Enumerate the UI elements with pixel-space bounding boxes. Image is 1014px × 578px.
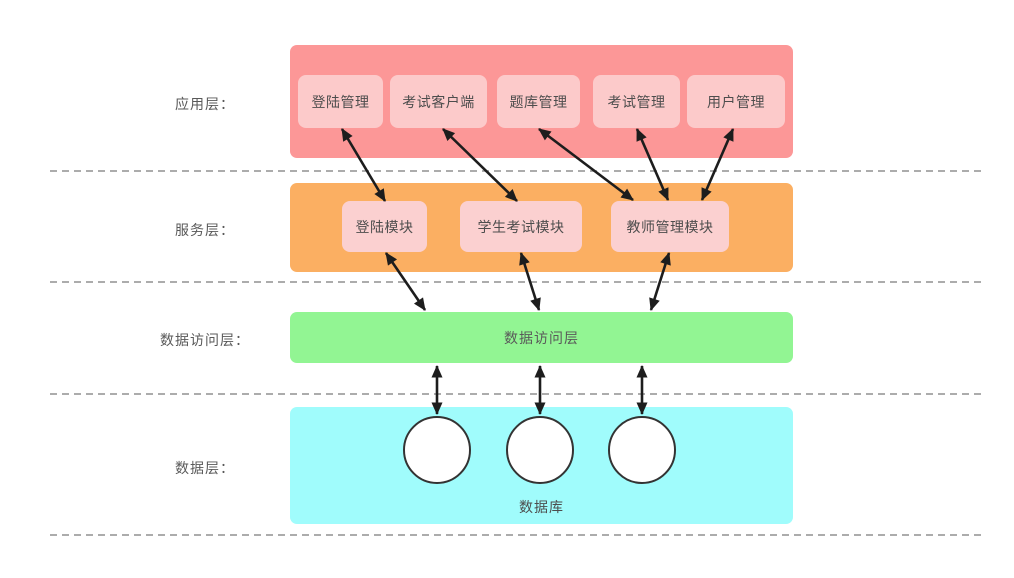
application-layer-band: 登陆管理 考试客户端 题库管理 考试管理 用户管理 <box>290 45 793 158</box>
database-circle <box>506 416 574 484</box>
data-access-band-text: 数据访问层 <box>504 329 579 346</box>
box-login-management: 登陆管理 <box>298 75 383 128</box>
data-access-layer-band: 数据访问层 <box>290 312 793 363</box>
box-teacher-management-module: 教师管理模块 <box>611 201 729 252</box>
box-exam-client: 考试客户端 <box>390 75 487 128</box>
database-caption: 数据库 <box>519 499 564 515</box>
data-layer-band: 数据库 <box>290 407 793 524</box>
label-service-layer: 服务层： <box>175 222 235 238</box>
label-data-layer: 数据层： <box>175 460 235 476</box>
box-user-management: 用户管理 <box>687 75 785 128</box>
box-login-module: 登陆模块 <box>342 201 427 252</box>
box-question-bank-management: 题库管理 <box>497 75 580 128</box>
label-application-layer: 应用层： <box>175 96 235 112</box>
service-layer-band: 登陆模块 学生考试模块 教师管理模块 <box>290 183 793 272</box>
box-student-exam-module: 学生考试模块 <box>460 201 582 252</box>
box-exam-management: 考试管理 <box>593 75 680 128</box>
database-circle <box>608 416 676 484</box>
label-data-access-layer: 数据访问层： <box>160 332 250 348</box>
database-circle <box>403 416 471 484</box>
